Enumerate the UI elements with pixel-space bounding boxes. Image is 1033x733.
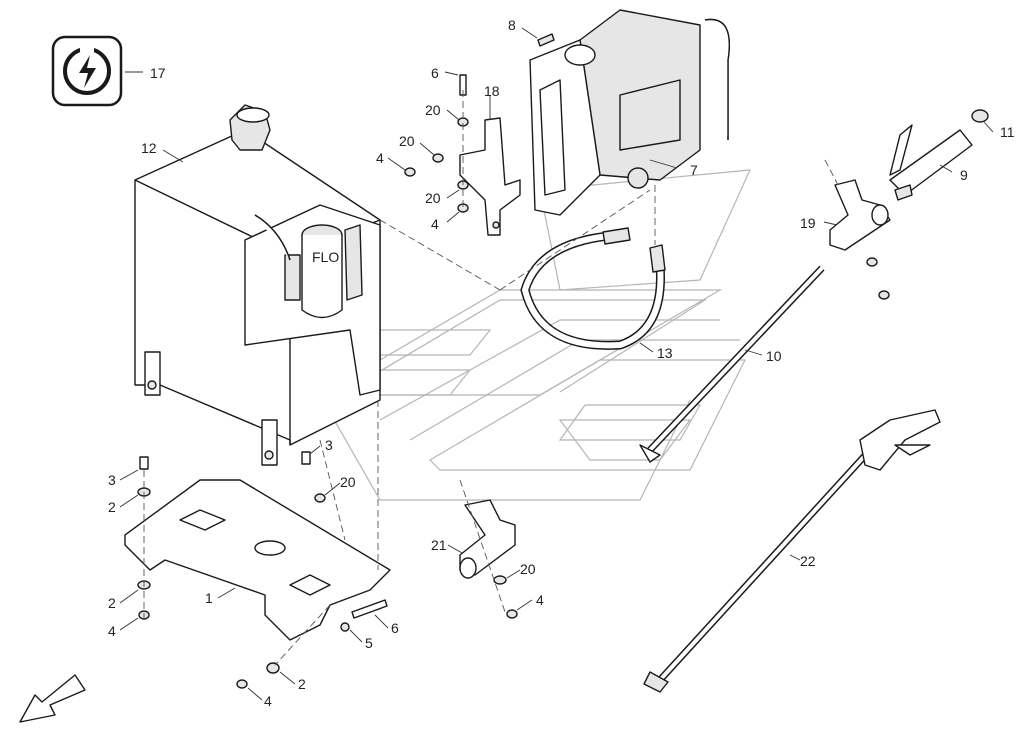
- hand-pump: [889, 124, 973, 201]
- callout-2-a: 2: [108, 499, 116, 515]
- callout-3-right: 3: [325, 437, 333, 453]
- pipe-holder: [459, 499, 516, 579]
- callout-labels: 17 12 8 6 18 20 20 4 20 4 7 11 9 19 13 1…: [108, 17, 1015, 709]
- callout-18: 18: [484, 83, 500, 99]
- callout-10: 10: [766, 348, 782, 364]
- direction-arrow-icon: [19, 674, 86, 723]
- callout-5: 5: [365, 635, 373, 651]
- callout-6-upper: 6: [431, 65, 439, 81]
- hydraulic-tank: FLO: [134, 104, 381, 466]
- callout-6-lower: 6: [391, 620, 399, 636]
- callout-4-e: 4: [264, 693, 272, 709]
- assembly-lines: [143, 90, 839, 666]
- callout-8: 8: [508, 17, 516, 33]
- callout-22: 22: [800, 553, 816, 569]
- callout-9: 9: [960, 167, 968, 183]
- callout-4-d: 4: [536, 592, 544, 608]
- callout-4-c: 4: [108, 623, 116, 639]
- lance: [639, 265, 825, 463]
- watermark-logo: [317, 169, 751, 501]
- callout-20-c: 20: [425, 190, 441, 206]
- callout-12: 12: [141, 140, 157, 156]
- cap: [971, 109, 989, 123]
- callout-20-b: 20: [399, 133, 415, 149]
- spray-gun: [643, 409, 941, 693]
- callout-7: 7: [690, 162, 698, 178]
- filter-label: FLO: [312, 249, 339, 265]
- hose: [520, 227, 666, 350]
- callout-19: 19: [800, 215, 816, 231]
- container-unit: [529, 9, 730, 216]
- callout-leaders: [119, 27, 994, 701]
- holder-bracket: [829, 179, 891, 251]
- callout-20-d: 20: [340, 474, 356, 490]
- callout-21: 21: [431, 537, 447, 553]
- callout-20-e: 20: [520, 561, 536, 577]
- callout-4-b: 4: [431, 216, 439, 232]
- callout-11: 11: [1000, 124, 1015, 140]
- callout-4-a: 4: [376, 150, 384, 166]
- callout-2-b: 2: [108, 595, 116, 611]
- electric-power-icon: [51, 35, 123, 107]
- callout-2-c: 2: [298, 676, 306, 692]
- callout-1: 1: [205, 590, 213, 606]
- mounting-bracket: [459, 117, 521, 236]
- callout-20-a: 20: [425, 102, 441, 118]
- callout-13: 13: [657, 345, 673, 361]
- callout-17: 17: [150, 65, 166, 81]
- base-plate: [124, 479, 391, 641]
- callout-3-left: 3: [108, 472, 116, 488]
